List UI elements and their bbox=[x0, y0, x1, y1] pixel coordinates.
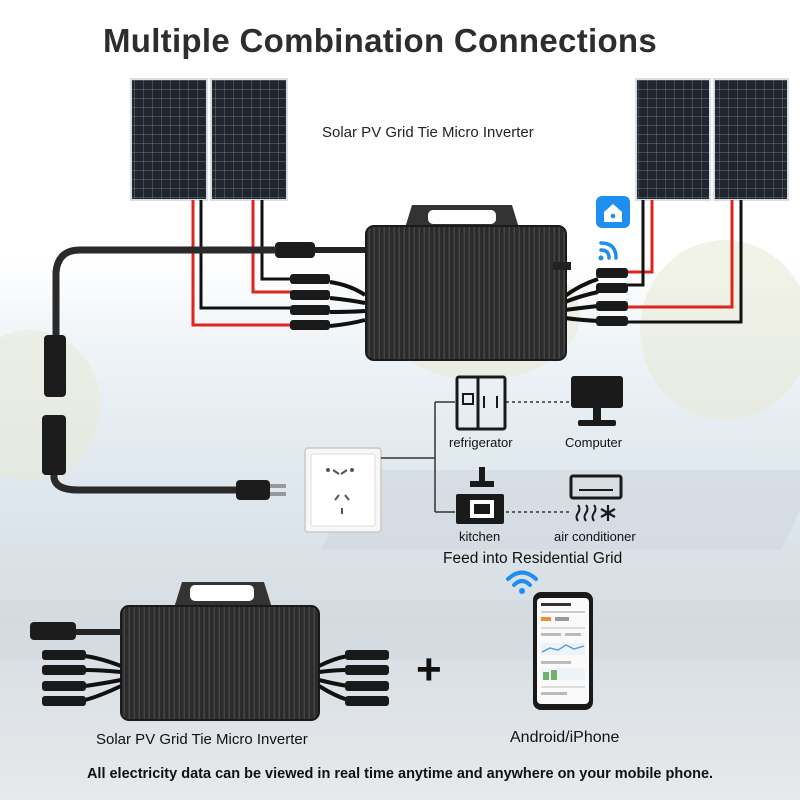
appliance-label-refrigerator: refrigerator bbox=[449, 435, 513, 450]
page-title: Multiple Combination Connections bbox=[102, 22, 658, 59]
inverter-caption-top: Solar PV Grid Tie Micro Inverter bbox=[322, 124, 534, 141]
air-conditioner-icon bbox=[569, 474, 623, 522]
grid-distribution-lines bbox=[381, 401, 570, 513]
appliance-label-air-conditioner: air conditioner bbox=[554, 529, 636, 544]
mc4-connectors-left bbox=[290, 274, 367, 330]
solar-panel-right-1 bbox=[635, 78, 711, 201]
solar-panel-right-2 bbox=[713, 78, 789, 201]
background-tree bbox=[640, 240, 800, 420]
wifi-icon bbox=[598, 241, 618, 261]
feed-grid-caption: Feed into Residential Grid bbox=[443, 550, 623, 567]
plus-sign: + bbox=[416, 645, 442, 694]
ac-cable bbox=[42, 242, 366, 500]
mc4-connectors-right bbox=[563, 268, 628, 326]
micro-inverter-bottom bbox=[30, 582, 389, 721]
appliance-label-computer: Computer bbox=[565, 435, 623, 450]
wall-socket bbox=[304, 447, 382, 533]
panel-wires-right bbox=[620, 200, 743, 324]
panel-wires-left bbox=[191, 200, 295, 327]
micro-inverter-top bbox=[365, 205, 571, 361]
smartphone bbox=[533, 592, 593, 710]
wifi-icon bbox=[506, 570, 538, 594]
solar-panel-left-2 bbox=[210, 78, 288, 201]
appliance-label-kitchen: kitchen bbox=[459, 529, 501, 544]
footer-text: All electricity data can be viewed in re… bbox=[86, 766, 714, 782]
kitchen-icon bbox=[456, 467, 504, 524]
phone-caption: Android/iPhone bbox=[510, 729, 620, 746]
computer-icon bbox=[571, 376, 623, 426]
inverter-caption-bottom: Solar PV Grid Tie Micro Inverter bbox=[96, 731, 308, 748]
solar-panel-left-1 bbox=[130, 78, 208, 201]
smart-home-app-icon bbox=[596, 196, 630, 228]
refrigerator-icon bbox=[455, 375, 507, 431]
